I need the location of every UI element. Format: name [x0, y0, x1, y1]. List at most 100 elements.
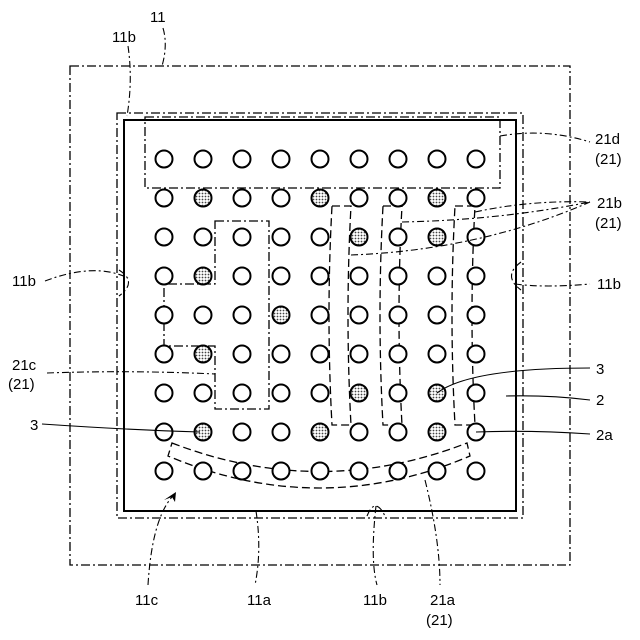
solder-ball — [156, 268, 173, 285]
solder-ball — [234, 307, 251, 324]
leader-11a — [255, 511, 259, 585]
solder-ball — [312, 307, 329, 324]
solder-ball — [273, 151, 290, 168]
solder-ball-shaded — [195, 346, 212, 363]
solder-ball — [351, 190, 368, 207]
solder-ball — [390, 385, 407, 402]
leader-21b-2 — [402, 202, 590, 222]
solder-ball — [195, 151, 212, 168]
label-3-left: 3 — [30, 417, 38, 434]
solder-ball — [351, 307, 368, 324]
label-2: 2 — [596, 392, 604, 409]
solder-ball-shaded — [195, 268, 212, 285]
solder-ball — [234, 385, 251, 402]
label-11b-left: 11b — [12, 273, 36, 290]
label-21c-paren: (21) — [8, 376, 35, 393]
solder-ball — [234, 463, 251, 480]
solder-ball — [312, 385, 329, 402]
solder-ball — [195, 385, 212, 402]
solder-ball — [156, 346, 173, 363]
leader-11b-left — [45, 271, 128, 281]
solder-ball-shaded — [273, 307, 290, 324]
solder-ball — [234, 268, 251, 285]
solder-ball — [468, 268, 485, 285]
solder-ball — [312, 268, 329, 285]
solder-ball — [273, 190, 290, 207]
label-2a: 2a — [596, 427, 613, 444]
solder-ball — [429, 463, 446, 480]
region-21c — [164, 221, 269, 409]
leader-21b-1 — [475, 202, 590, 212]
solder-ball — [468, 229, 485, 246]
arrow-11c — [164, 492, 176, 502]
label-11: 11 — [150, 9, 166, 26]
label-21c: 21c — [12, 357, 37, 374]
solder-ball — [234, 151, 251, 168]
ball-grid — [156, 151, 485, 480]
solder-ball-shaded — [351, 385, 368, 402]
solder-ball — [351, 151, 368, 168]
solder-ball — [351, 424, 368, 441]
solder-ball — [429, 268, 446, 285]
solder-ball — [273, 385, 290, 402]
solder-ball — [390, 307, 407, 324]
solder-ball-shaded — [312, 424, 329, 441]
solder-ball — [312, 229, 329, 246]
solder-ball — [468, 385, 485, 402]
solder-ball-shaded — [195, 190, 212, 207]
solder-ball-shaded — [312, 190, 329, 207]
leader-21c — [47, 372, 215, 374]
solder-ball — [156, 190, 173, 207]
solder-ball — [156, 463, 173, 480]
solder-ball — [234, 346, 251, 363]
leader-3-left — [42, 424, 200, 432]
solder-ball — [156, 424, 173, 441]
leader-11b-top — [127, 46, 130, 116]
leader-21a — [425, 480, 440, 585]
solder-ball — [312, 151, 329, 168]
solder-ball-shaded — [429, 424, 446, 441]
region-21b-strip-1 — [329, 206, 351, 425]
solder-ball-shaded — [429, 190, 446, 207]
solder-ball — [156, 151, 173, 168]
solder-ball — [273, 268, 290, 285]
solder-ball — [390, 151, 407, 168]
solder-ball — [273, 424, 290, 441]
solder-ball — [390, 229, 407, 246]
label-21b: 21b — [597, 195, 622, 212]
solder-ball — [195, 463, 212, 480]
solder-ball — [429, 346, 446, 363]
label-11b-right: 11b — [597, 276, 621, 293]
solder-ball-shaded — [351, 229, 368, 246]
solder-ball — [156, 229, 173, 246]
leader-21d — [500, 133, 590, 142]
leader-2a — [476, 431, 590, 434]
solder-ball — [273, 463, 290, 480]
solder-ball — [234, 190, 251, 207]
solder-ball — [390, 424, 407, 441]
solder-ball — [429, 151, 446, 168]
solder-ball — [390, 268, 407, 285]
solder-ball — [390, 190, 407, 207]
solder-ball — [195, 307, 212, 324]
label-11b-top: 11b — [112, 29, 136, 46]
label-11b-bottom: 11b — [363, 592, 387, 609]
solder-ball — [312, 463, 329, 480]
leader-11 — [162, 28, 165, 66]
label-21d: 21d — [595, 131, 620, 148]
solder-ball — [234, 229, 251, 246]
solder-ball — [390, 346, 407, 363]
solder-ball — [156, 385, 173, 402]
solder-ball — [273, 229, 290, 246]
solder-ball — [195, 229, 212, 246]
solder-ball — [312, 346, 329, 363]
label-3-right: 3 — [596, 361, 604, 378]
solder-ball — [468, 307, 485, 324]
leader-3-right — [437, 368, 590, 393]
solder-ball — [468, 190, 485, 207]
solder-ball-shaded — [429, 229, 446, 246]
solder-ball — [234, 424, 251, 441]
solder-ball — [156, 307, 173, 324]
solder-ball — [351, 268, 368, 285]
